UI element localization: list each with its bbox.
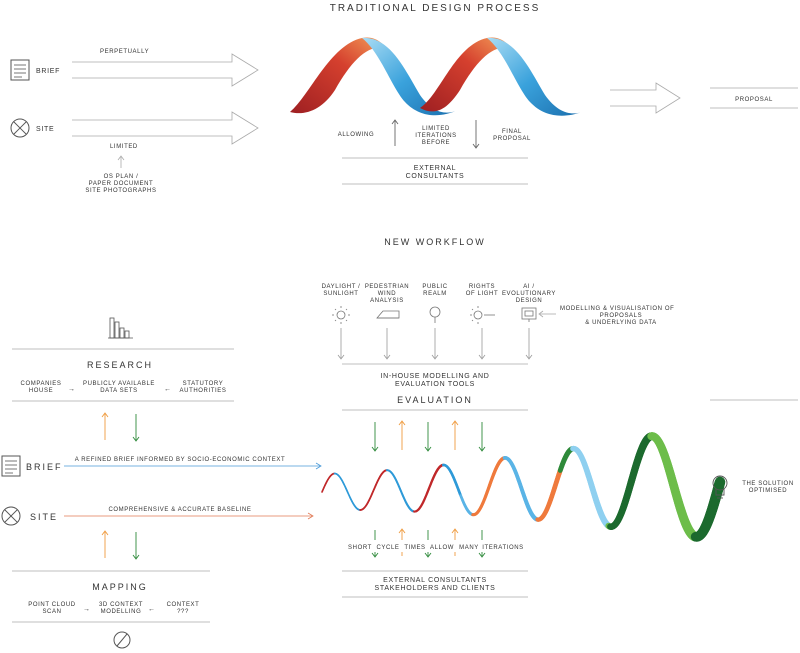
iter-iterations: ITERATIONS xyxy=(482,545,524,551)
evaluation-arrows xyxy=(371,420,486,452)
limited-label: LIMITED xyxy=(110,144,138,150)
modelling-note-1: MODELLING & VISUALISATION OF xyxy=(560,306,674,312)
solution-1: THE SOLUTION xyxy=(742,481,794,487)
tool-public-2: REALM xyxy=(423,291,447,297)
arrow-right-icon: → xyxy=(83,606,91,613)
external-2: STAKEHOLDERS AND CLIENTS xyxy=(375,585,496,592)
external-consultants-1: EXTERNAL xyxy=(414,165,457,172)
allowing-label: ALLOWING xyxy=(338,132,374,138)
tool-daylight-2: SUNLIGHT xyxy=(323,291,358,297)
mapping-heading: MAPPING xyxy=(92,582,148,592)
brief-label: BRIEF xyxy=(26,462,63,472)
tool-public-1: PUBLIC xyxy=(422,284,447,290)
point-cloud-2: SCAN xyxy=(42,609,61,615)
proposal-label: PROPOSAL xyxy=(735,97,773,103)
site-arrow xyxy=(72,111,259,145)
tool-ai-2: EVOLUTIONARY xyxy=(502,291,556,297)
companies-house-2: HOUSE xyxy=(29,388,53,394)
brief-arrow xyxy=(72,53,259,87)
point-cloud-1: POINT CLOUD xyxy=(28,602,76,608)
brief-line-label: A REFINED BRIEF INFORMED BY SOCIO-ECONOM… xyxy=(75,457,286,463)
iter-cycle: CYCLE xyxy=(376,545,399,551)
top-site-label: SITE xyxy=(36,126,54,133)
inhouse-1: IN-HOUSE MODELLING AND xyxy=(380,373,489,380)
context-model-2: MODELLING xyxy=(101,609,142,615)
sun-icon xyxy=(332,306,350,324)
modelling-note-2: PROPOSALS xyxy=(600,313,642,319)
tool-wind-1: PEDESTRIAN xyxy=(365,284,409,290)
sources-line-1: OS PLAN / xyxy=(104,174,139,180)
monitor-icon xyxy=(521,307,537,322)
modelling-note-3: & UNDERLYING DATA xyxy=(585,320,657,326)
traditional-title: TRADITIONAL DESIGN PROCESS xyxy=(330,3,541,14)
inhouse-2: EVALUATION TOOLS xyxy=(395,381,475,388)
light-icon xyxy=(470,306,495,324)
tool-ai-3: DESIGN xyxy=(516,298,543,304)
statutory-1: STATUTORY xyxy=(183,381,224,387)
statutory-2: AUTHORITIES xyxy=(180,388,227,394)
perpetually-label: PERPETUALLY xyxy=(100,49,149,55)
mapping-arrows xyxy=(101,530,140,560)
site-label: SITE xyxy=(30,512,58,522)
site-cross-icon xyxy=(10,118,30,138)
iter-many: MANY xyxy=(459,545,479,551)
tool-wind-3: ANALYSIS xyxy=(370,298,404,304)
tool-daylight-1: DAYLIGHT / xyxy=(322,284,361,290)
arrow-left-icon: ← xyxy=(164,386,172,393)
arrow-left-icon: ← xyxy=(148,606,156,613)
document-icon xyxy=(10,59,30,81)
final-proposal-2: PROPOSAL xyxy=(493,136,531,142)
wind-icon xyxy=(376,310,400,319)
evaluation-heading: EVALUATION xyxy=(397,395,473,405)
site-cross-icon xyxy=(1,506,21,526)
top-brief-label: BRIEF xyxy=(36,68,60,75)
public-data-1: PUBLICLY AVAILABLE xyxy=(83,381,155,387)
chart-icon xyxy=(108,317,133,339)
proposal-arrow xyxy=(610,82,681,114)
external-consultants-2: CONSULTANTS xyxy=(406,173,465,180)
public-data-2: DATA SETS xyxy=(100,388,138,394)
lightbulb-icon xyxy=(712,475,728,499)
arrow-right-icon: → xyxy=(68,386,76,393)
tool-rights-2: OF LIGHT xyxy=(466,291,498,297)
tool-wind-2: WIND xyxy=(378,291,396,297)
tool-arrows xyxy=(337,328,533,360)
new-workflow-title: NEW WORKFLOW xyxy=(384,237,486,247)
tool-ai-1: AI / xyxy=(523,284,534,290)
document-icon xyxy=(1,455,21,477)
context-2: ??? xyxy=(177,609,189,615)
companies-house-1: COMPANIES xyxy=(21,381,62,387)
final-proposal-1: FINAL xyxy=(502,129,522,135)
iter-times: TIMES xyxy=(404,545,425,551)
research-arrows xyxy=(101,412,140,442)
tree-icon xyxy=(429,306,441,323)
iter-short: SHORT xyxy=(348,545,372,551)
solution-2: OPTIMISED xyxy=(749,488,787,494)
research-heading: RESEARCH xyxy=(87,360,153,370)
tool-rights-1: RIGHTS xyxy=(469,284,495,290)
site-line-label: COMPREHENSIVE & ACCURATE BASELINE xyxy=(108,507,251,513)
traditional-ribbon xyxy=(290,37,582,116)
workflow-helix xyxy=(321,432,726,542)
limited-iterations-3: BEFORE xyxy=(422,140,450,146)
context-model-1: 3D CONTEXT xyxy=(99,602,143,608)
iter-allow: ALLOW xyxy=(430,545,454,551)
limited-iterations-2: ITERATIONS xyxy=(415,133,457,139)
limited-iterations-1: LIMITED xyxy=(422,126,450,132)
sources-line-3: SITE PHOTOGRAPHS xyxy=(85,188,156,194)
sources-line-2: PAPER DOCUMENT xyxy=(89,181,154,187)
external-1: EXTERNAL CONSULTANTS xyxy=(383,577,487,584)
context-1: CONTEXT xyxy=(167,602,200,608)
compass-icon xyxy=(113,631,131,649)
